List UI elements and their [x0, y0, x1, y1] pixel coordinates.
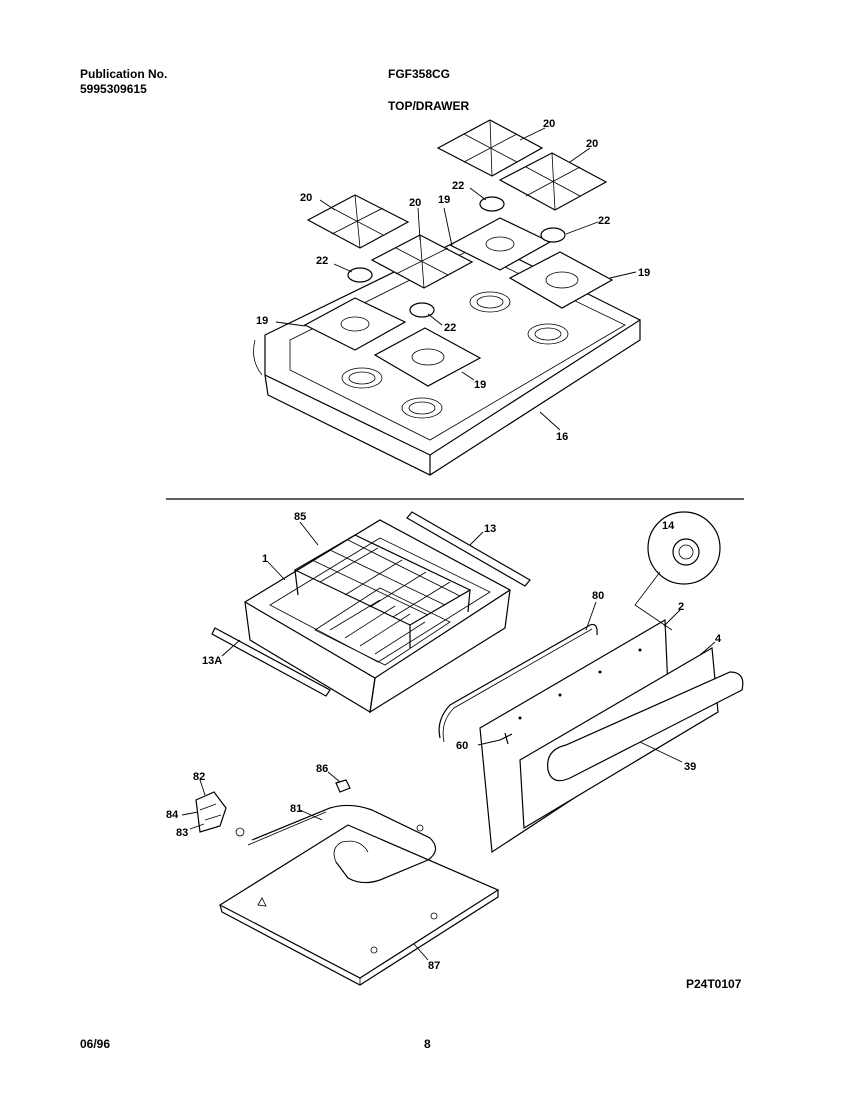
callout-knob: 14: [662, 520, 675, 532]
callout-bottom: 87: [428, 960, 440, 972]
callout-cap-d: 22: [444, 322, 456, 334]
callout-clip-b: 83: [176, 827, 188, 839]
callout-clip-a: 84: [166, 809, 179, 821]
callout-cap-b: 22: [598, 215, 610, 227]
callout-grate-c: 20: [409, 197, 421, 209]
callout-clip-c: 86: [316, 763, 328, 775]
callout-rail-r: 13: [484, 523, 496, 535]
callout-top: 16: [556, 431, 568, 443]
callout-rail-l: 13A: [202, 655, 222, 667]
drawer-assembly: [211, 511, 744, 854]
callout-grate-tr-b: 19: [438, 194, 450, 206]
model-number: FGF358CG: [388, 67, 451, 81]
callout-handle: 39: [684, 761, 696, 773]
callout-grate-l: 20: [300, 192, 312, 204]
callout-rack: 85: [294, 511, 306, 523]
section-title: TOP/DRAWER: [388, 99, 470, 113]
callout-drawer: 1: [262, 553, 268, 565]
callout-trim: 4: [715, 633, 722, 645]
diagram-code: P24T0107: [686, 977, 742, 991]
callout-pan-r: 19: [638, 267, 650, 279]
callout-screw: 60: [456, 740, 468, 752]
callout-pan-lb: 19: [474, 379, 486, 391]
callout-grate-tr: 20: [543, 118, 555, 130]
callout-bracket: 82: [193, 771, 205, 783]
cooktop-assembly: [253, 119, 642, 476]
publication-label: Publication No.: [80, 67, 168, 81]
callout-element: 81: [290, 803, 302, 815]
drawer-bottom-assembly: [195, 779, 500, 986]
callout-front: 2: [678, 601, 684, 613]
callout-grate-tr2: 20: [586, 138, 598, 150]
callout-pan-l: 19: [256, 315, 268, 327]
page-number: 8: [424, 1037, 431, 1051]
publication-number: 5995309615: [80, 82, 147, 96]
callout-gasket: 80: [592, 590, 604, 602]
callout-cap-a: 22: [452, 180, 464, 192]
footer-date: 06/96: [80, 1037, 111, 1051]
callout-cap-c: 22: [316, 255, 328, 267]
